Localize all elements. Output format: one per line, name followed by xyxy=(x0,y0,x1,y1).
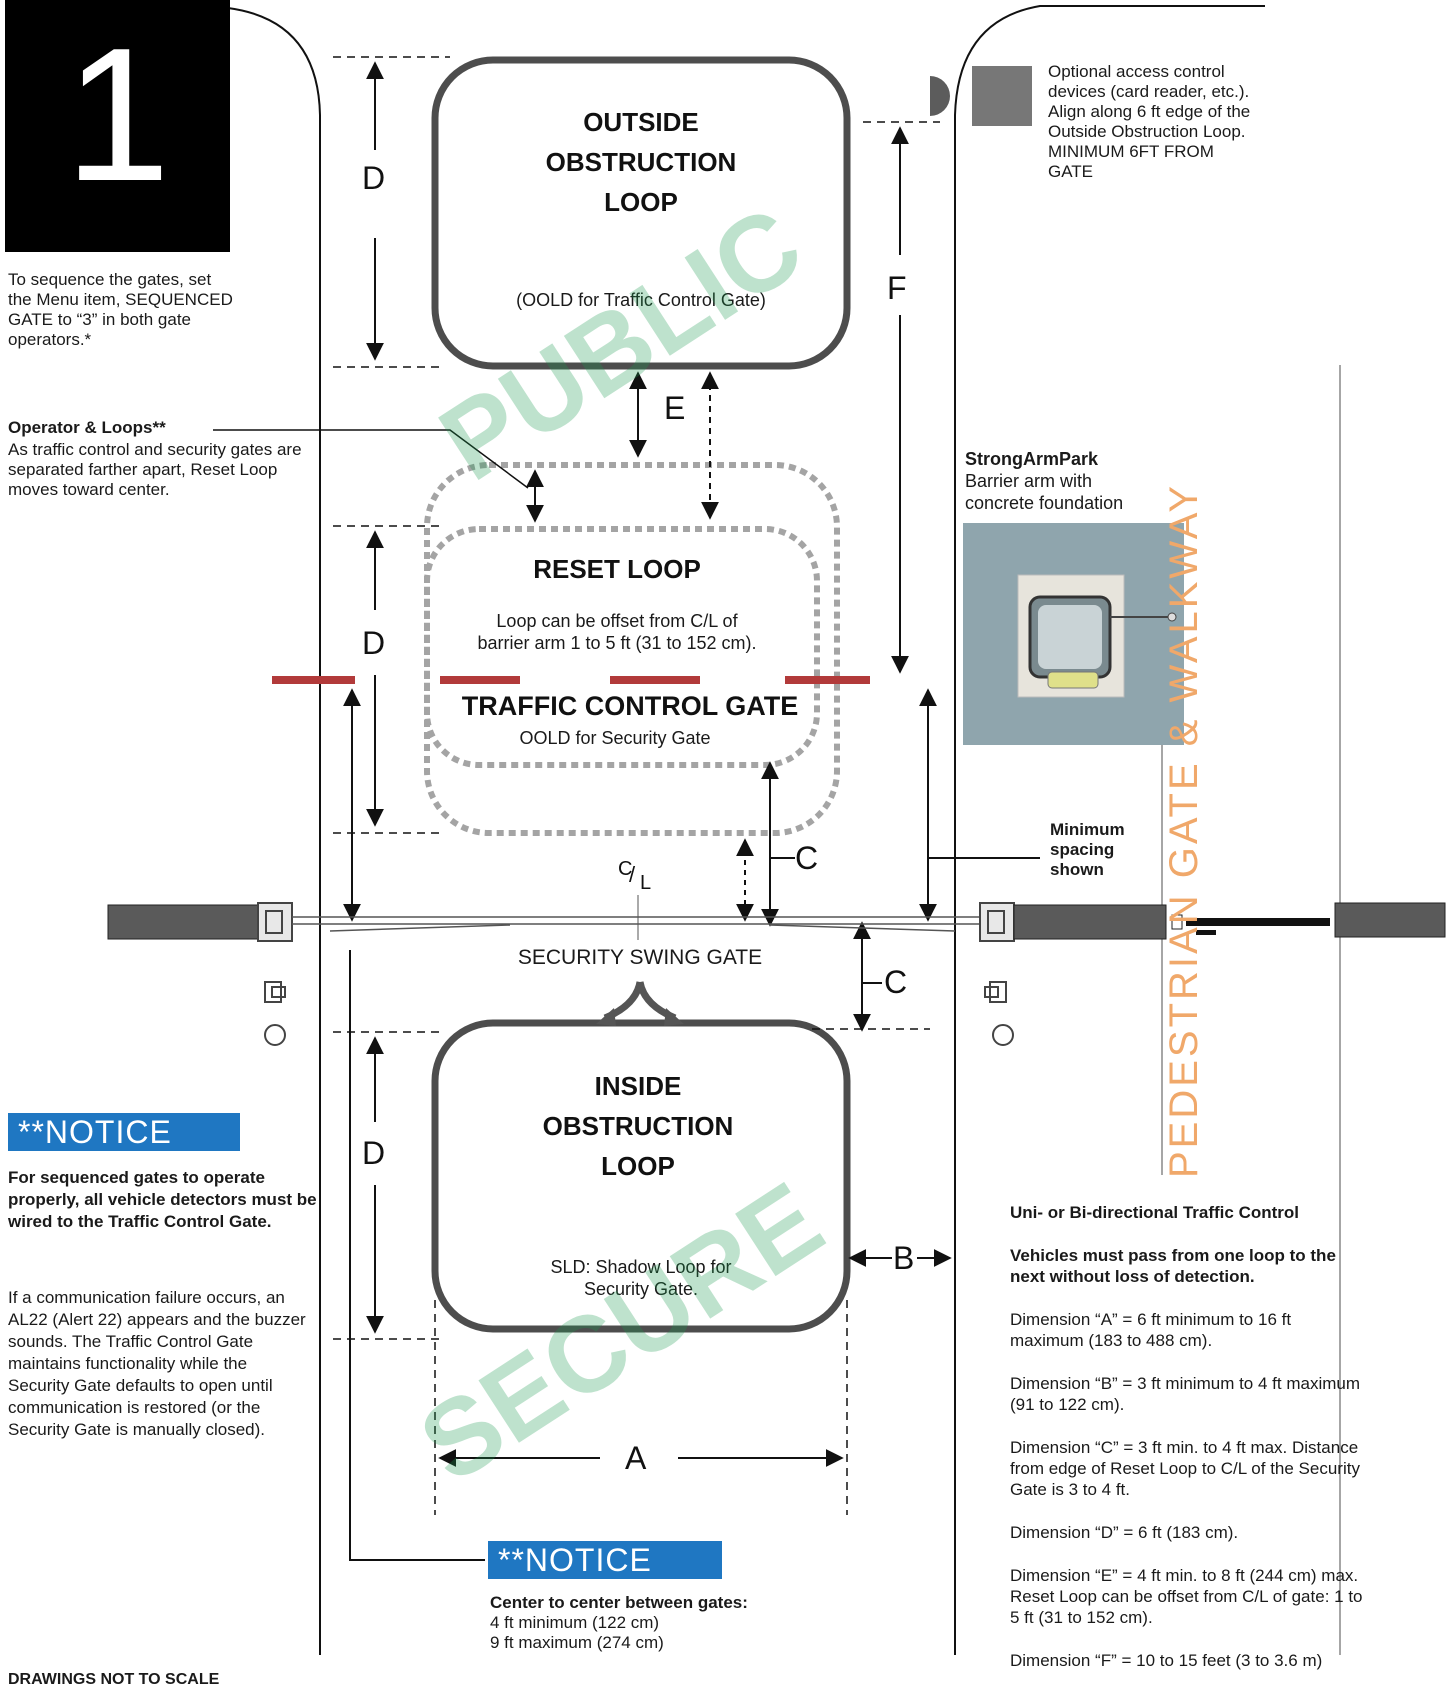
page-number-tile: 1 xyxy=(5,0,230,252)
dim-d-bottom: D xyxy=(362,1135,386,1171)
min-spacing-line3: shown xyxy=(1050,860,1104,879)
strongarm-title: StrongArmPark xyxy=(965,449,1099,469)
operator-loops-title: Operator & Loops** xyxy=(8,418,166,437)
right-notes-dim-f: Dimension “F” = 10 to 15 feet (3 to 3.6 … xyxy=(1010,1651,1323,1670)
right-notes-subtitle: Vehicles must pass from one loop to the … xyxy=(1010,1246,1336,1286)
right-road-edge xyxy=(954,5,1265,1655)
security-gate-label: SECURITY SWING GATE xyxy=(517,946,763,969)
outside-loop-shape xyxy=(431,56,851,370)
strongarm-line2: concrete foundation xyxy=(965,493,1124,513)
right-notes-dim-a: Dimension “A” = 6 ft minimum to 16 ft ma… xyxy=(1010,1310,1292,1350)
access-note-line1: Optional access control xyxy=(1048,62,1225,81)
inside-loop-shape xyxy=(431,1019,851,1333)
right-notes-dim-b: Dimension “B” = 3 ft minimum to 4 ft max… xyxy=(1010,1374,1361,1414)
traffic-gate-title: TRAFFIC CONTROL GATE xyxy=(461,691,799,721)
notice-bottom-text: Center to center between gates: 4 ft min… xyxy=(490,1593,850,1653)
min-spacing-line1: Minimum xyxy=(1050,820,1125,839)
operator-loops-text: As traffic control and security gates ar… xyxy=(8,440,302,499)
inside-loop-title-line1: INSIDE xyxy=(594,1071,682,1101)
dim-c-lower: C xyxy=(884,964,908,1000)
inside-loop-sub-line1: SLD: Shadow Loop for xyxy=(550,1257,732,1277)
card-reader-box xyxy=(972,66,1032,126)
reset-loop-sub-line2: barrier arm 1 to 5 ft (31 to 152 cm). xyxy=(477,633,757,653)
inside-loop-title-line2: OBSTRUCTION xyxy=(542,1111,734,1141)
dim-d-top: D xyxy=(362,160,386,196)
pedestrian-gate-post xyxy=(1334,902,1446,938)
outside-loop-title: OUTSIDE OBSTRUCTION LOOP xyxy=(435,102,847,222)
sequence-note: To sequence the gates, set the Menu item… xyxy=(8,270,233,349)
outside-loop-title-line2: OBSTRUCTION xyxy=(545,147,737,177)
left-road-edge xyxy=(227,7,321,1655)
notice-bottom-line1: 4 ft minimum (122 cm) xyxy=(490,1613,660,1632)
strongarm-label: StrongArmPark Barrier arm with concrete … xyxy=(965,448,1195,514)
centerline-mark: C / L xyxy=(618,858,668,898)
notice-left-badge: **NOTICE xyxy=(8,1113,240,1151)
pedestrian-gate-label: PEDESTRIAN GATE & WALKWAY xyxy=(1162,482,1206,1178)
dim-c-upper: C xyxy=(795,840,819,876)
access-control-note: Optional access control devices (card re… xyxy=(1048,62,1348,182)
strongarm-line1: Barrier arm with xyxy=(965,471,1093,491)
outside-loop-title-line3: LOOP xyxy=(604,187,678,217)
notice-left-bold: For sequenced gates to operate properly,… xyxy=(8,1168,317,1231)
centerline-l: L xyxy=(640,872,652,894)
right-notes-dim-e: Dimension “E” = 4 ft min. to 8 ft (244 c… xyxy=(1010,1566,1363,1627)
access-note-line4: Outside Obstruction Loop. xyxy=(1048,122,1246,141)
access-note-line5: MINIMUM 6FT FROM xyxy=(1048,142,1214,161)
access-note-line3: Align along 6 ft edge of the xyxy=(1048,102,1251,121)
page-number: 1 xyxy=(64,9,171,221)
access-note-line6: GATE xyxy=(1048,162,1094,181)
dim-b: B xyxy=(893,1240,915,1276)
right-notes: Uni- or Bi-directional Traffic Control V… xyxy=(1010,1202,1365,1671)
dim-a: A xyxy=(625,1440,647,1476)
card-reader-half-circle xyxy=(930,76,950,116)
reset-loop-title: RESET LOOP xyxy=(533,554,701,584)
outside-loop-title-line1: OUTSIDE xyxy=(583,107,699,137)
dim-f: F xyxy=(887,270,907,306)
inside-loop-title-line3: LOOP xyxy=(601,1151,675,1181)
access-note-line2: devices (card reader, etc.). xyxy=(1048,82,1250,101)
inside-loop-sub-line2: Security Gate. xyxy=(583,1279,699,1299)
reset-loop-sub-line1: Loop can be offset from C/L of xyxy=(496,611,738,631)
inside-loop-title: INSIDE OBSTRUCTION LOOP xyxy=(432,1066,844,1186)
minimum-spacing-label: Minimum spacing shown xyxy=(1050,820,1160,880)
min-spacing-line2: spacing xyxy=(1050,840,1115,859)
right-notes-title: Uni- or Bi-directional Traffic Control xyxy=(1010,1203,1300,1222)
left-photo-eye-icon xyxy=(264,981,286,1046)
notice-left-text: If a communication failure occurs, an AL… xyxy=(8,1288,306,1439)
right-notes-dim-c: Dimension “C” = 3 ft min. to 4 ft max. D… xyxy=(1010,1438,1360,1499)
notice-bottom-line2: 9 ft maximum (274 cm) xyxy=(490,1633,664,1652)
footer-not-to-scale: DRAWINGS NOT TO SCALE xyxy=(8,1671,220,1688)
notice-bottom-bold: Center to center between gates: xyxy=(490,1593,748,1612)
right-photo-eye-icon xyxy=(984,981,1014,1046)
right-notes-dim-d: Dimension “D” = 6 ft (183 cm). xyxy=(1010,1523,1239,1542)
right-swing-operator xyxy=(1013,904,1167,940)
inside-loop-sub: SLD: Shadow Loop for Security Gate. xyxy=(435,1256,847,1300)
dim-d-middle: D xyxy=(362,625,386,661)
centerline-slash: / xyxy=(629,862,636,887)
dim-e: E xyxy=(664,390,686,426)
traffic-gate-sub: OOLD for Security Gate xyxy=(519,728,711,748)
outside-loop-sub: (OOLD for Traffic Control Gate) xyxy=(516,290,766,310)
reset-loop-inner xyxy=(424,526,820,768)
reset-loop-sub: Loop can be offset from C/L of barrier a… xyxy=(417,610,817,654)
left-swing-operator xyxy=(107,904,259,940)
notice-bottom-badge: **NOTICE xyxy=(488,1541,722,1579)
centerline-c: C xyxy=(618,858,633,880)
